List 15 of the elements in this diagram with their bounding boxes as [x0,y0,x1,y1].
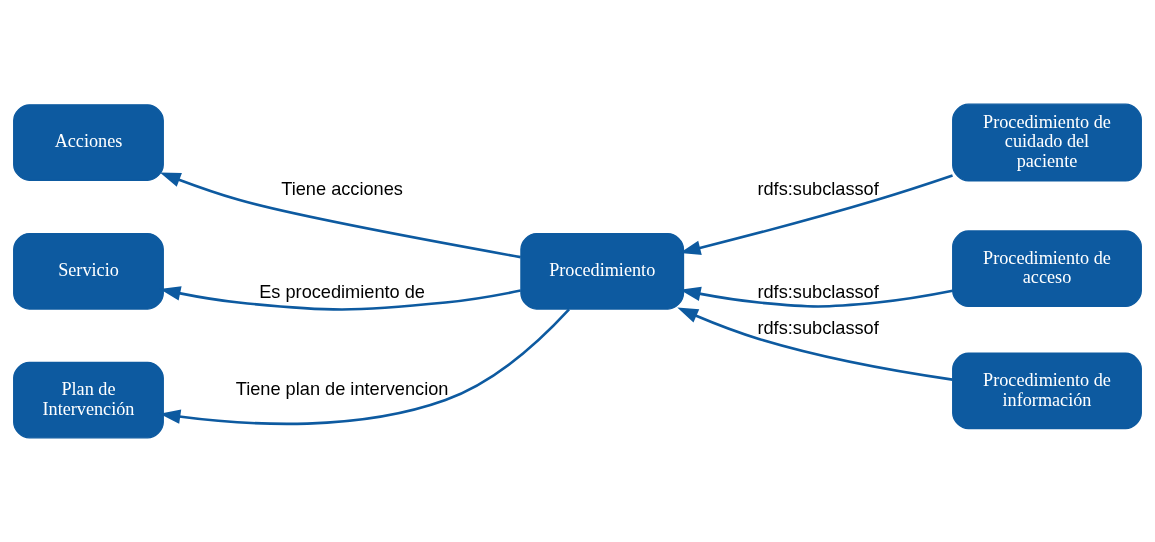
arrow [677,307,953,381]
node-box: Servicio [13,232,164,310]
node-box: Procedimiento de información [952,352,1142,430]
node-box: Acciones [13,104,164,181]
node-box: Procedimiento de acceso [952,230,1142,308]
edge-label: Tiene plan de intervencion [235,379,449,400]
edge-label: rdfs:subclassof [757,318,879,339]
edge-label: Tiene acciones [281,178,403,199]
edge-label: rdfs:subclassof [757,178,879,199]
node-box: Plan de Intervención [13,361,164,439]
arrow [159,172,521,259]
edge-label: Es procedimiento de [259,281,425,302]
node-box: Procedimiento [520,232,685,310]
node-box: Procedimiento de cuidado del paciente [952,103,1142,182]
edge-label: rdfs:subclassof [757,281,879,302]
